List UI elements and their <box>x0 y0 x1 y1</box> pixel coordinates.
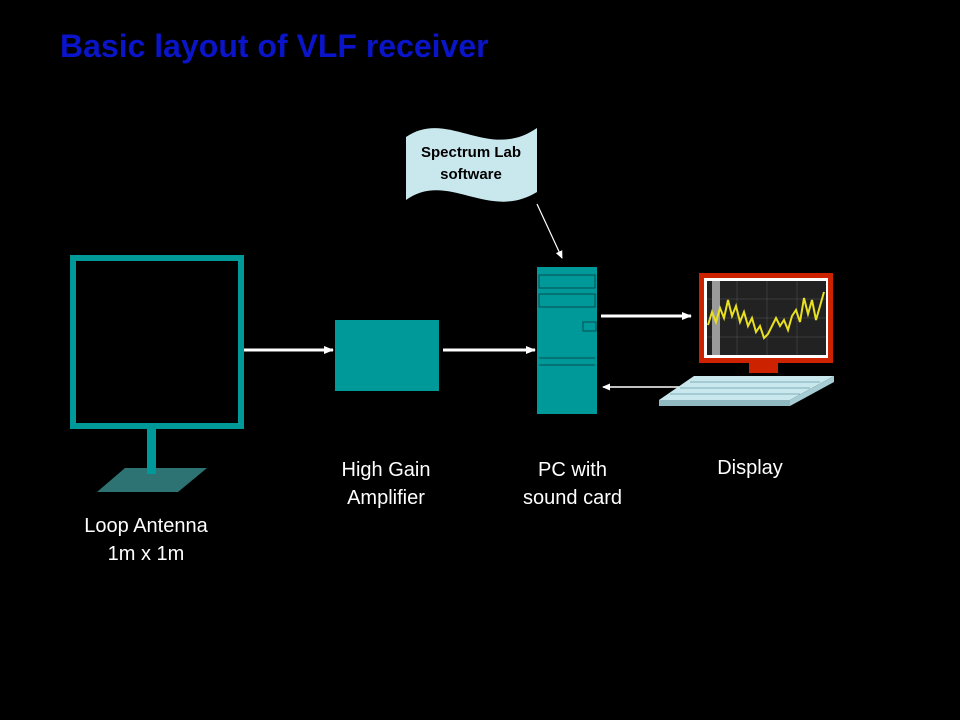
display-monitor <box>699 273 833 373</box>
pc-button <box>582 321 597 332</box>
antenna-base <box>97 468 207 492</box>
keyboard <box>659 376 834 406</box>
pc-label: PC with sound card <box>490 456 655 512</box>
pc-case <box>537 267 597 414</box>
display-label: Display <box>680 454 820 482</box>
keyboard-side <box>790 376 834 406</box>
pc-label-line2: sound card <box>523 487 622 509</box>
display-label-text: Display <box>717 457 783 479</box>
keyboard-front <box>659 400 790 406</box>
software-label-line2: software <box>440 166 502 183</box>
pc-label-line1: PC with <box>538 459 607 481</box>
amplifier-label-line2: Amplifier <box>347 487 425 509</box>
spectrum-trace <box>707 291 825 340</box>
slide-title: Basic layout of VLF receiver <box>60 28 489 64</box>
software-banner-shape <box>406 128 537 202</box>
software-label-line1: Spectrum Lab <box>420 144 522 161</box>
pc-drive-bay-1 <box>538 274 596 289</box>
amplifier-box <box>335 320 439 391</box>
amplifier-label-line1: High Gain <box>341 459 431 481</box>
antenna-label: Loop Antenna 1m x 1m <box>56 512 236 568</box>
antenna-stand <box>147 426 156 474</box>
spectrogram-grid <box>707 281 826 355</box>
pc-tower <box>537 267 597 414</box>
pc-drive-bay-2 <box>538 293 596 308</box>
amplifier-label: High Gain Amplifier <box>306 456 466 512</box>
arrow-software-to-pc <box>536 203 563 259</box>
antenna-label-line1: Loop Antenna <box>84 515 208 537</box>
monitor-stand <box>749 363 778 373</box>
software-banner <box>406 128 537 202</box>
loop-antenna <box>70 255 244 492</box>
antenna-loop <box>70 255 244 429</box>
antenna-label-line2: 1m x 1m <box>107 543 185 565</box>
software-label: Spectrum Lab software <box>404 142 538 186</box>
spectrogram-marker <box>712 281 720 355</box>
